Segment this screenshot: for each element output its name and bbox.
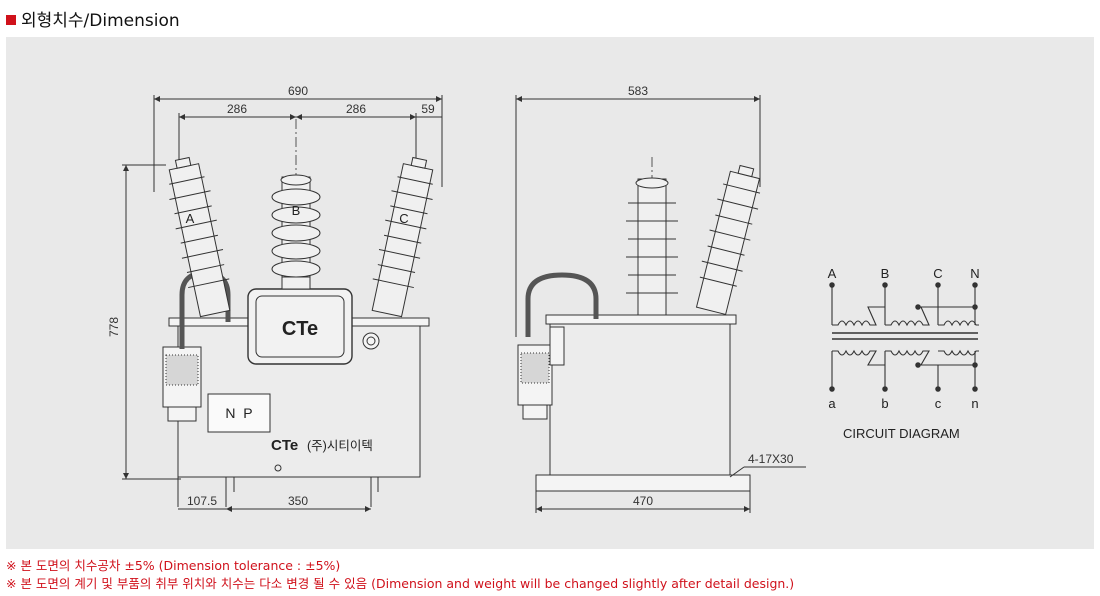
side-fuse-cap (522, 404, 548, 420)
terminal-label-n: N (970, 266, 979, 281)
side-bushing-front (695, 164, 761, 316)
bushing-b (271, 174, 321, 290)
circuit-diagram (829, 282, 979, 392)
side-bushing-rear (626, 177, 678, 316)
notes: ※ 본 도면의 치수공차 ±5% (Dimension tolerance : … (6, 557, 794, 593)
bushing-c (371, 156, 434, 318)
dim-label-286-right: 286 (346, 102, 366, 116)
dim-label-107-5: 107.5 (187, 494, 217, 508)
company-logo: CTe (271, 437, 298, 454)
secondary-coil-3 (938, 349, 979, 356)
title-text: 외형치수/Dimension (21, 11, 180, 31)
dim-label-778: 778 (107, 317, 121, 337)
bushing-label-c: C (399, 211, 408, 226)
terminal-label-c: C (933, 266, 942, 281)
gauge-inner (366, 336, 376, 346)
secondary-coil-1 (832, 349, 885, 366)
front-view (122, 95, 443, 512)
circuit-title: CIRCUIT DIAGRAM (843, 426, 960, 441)
terminal-label-a-secondary: a (828, 396, 836, 411)
side-bracket (549, 326, 565, 366)
dim-label-hole: 4-17X30 (748, 452, 794, 466)
nameplate-label: N P (225, 405, 252, 421)
side-lid (545, 314, 737, 325)
terminal-label-n-secondary: n (971, 396, 978, 411)
side-base (535, 474, 751, 492)
dim-label-286-left: 286 (227, 102, 247, 116)
fuse-element (165, 354, 199, 386)
primary-coil-3 (938, 320, 979, 327)
dim-label-690: 690 (288, 84, 308, 98)
terminal-label-c-secondary: c (935, 396, 942, 411)
fuse-cap (167, 406, 197, 422)
title-square-icon (6, 15, 16, 25)
side-tank (549, 322, 731, 476)
dim-label-583: 583 (628, 84, 648, 98)
terminal-box-inner (255, 295, 345, 358)
gauge (362, 332, 380, 350)
note-tolerance: ※ 본 도면의 치수공차 ±5% (Dimension tolerance : … (6, 558, 341, 573)
side-fuse-element (520, 352, 550, 384)
page-title: 외형치수/Dimension (6, 6, 180, 31)
bushing-label-b: B (292, 203, 301, 218)
bushing-a (168, 156, 231, 318)
front-logo: CTe (282, 318, 318, 340)
ground-mark (274, 464, 282, 472)
side-view (515, 95, 806, 513)
note-change: ※ 본 도면의 계기 및 부품의 취부 위치와 치수는 다소 변경 될 수 있음… (6, 576, 795, 591)
company-name: (주)시티이텍 (307, 439, 373, 453)
terminal-label-a: A (828, 266, 837, 281)
primary-coil-2 (885, 306, 938, 327)
primary-coil-1 (832, 306, 885, 327)
dimension-drawing: 690 286 286 59 778 107.5 350 A B C CTe N… (107, 84, 980, 513)
bushing-label-a: A (186, 211, 195, 226)
dim-label-59: 59 (421, 102, 435, 116)
leader-line (729, 466, 745, 478)
side-conductor-arch (525, 272, 599, 337)
nameplate (207, 393, 271, 433)
terminal-label-b: B (881, 266, 890, 281)
terminal-label-b-secondary: b (881, 396, 888, 411)
dim-label-470: 470 (633, 494, 653, 508)
dim-label-350: 350 (288, 494, 308, 508)
secondary-coil-2 (885, 349, 938, 366)
drawing-panel: 690 286 286 59 778 107.5 350 A B C CTe N… (6, 37, 1094, 549)
